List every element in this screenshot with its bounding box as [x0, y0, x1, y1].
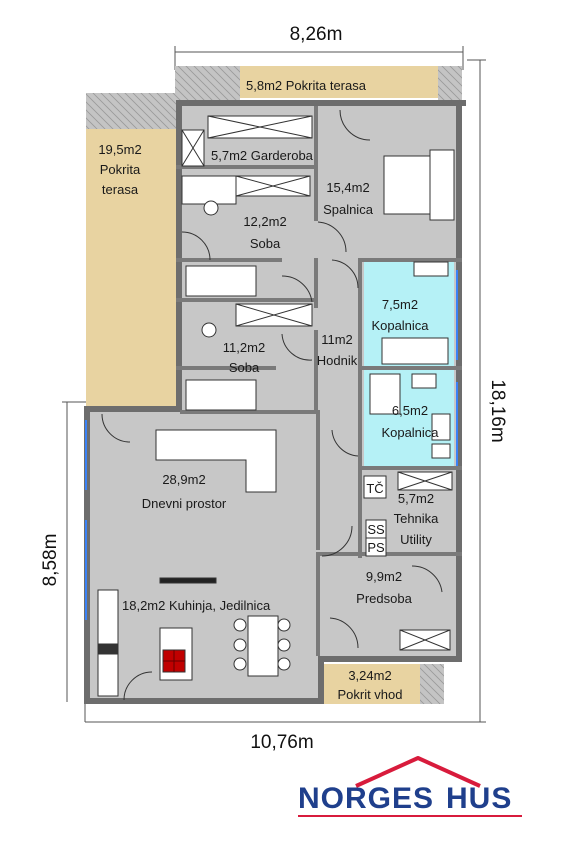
terrace-left-pillar: [86, 93, 180, 129]
terrace-top-pillar-right: [438, 66, 462, 104]
sanitary: [201, 200, 451, 459]
room1-area: 12,2m2: [243, 214, 286, 229]
logo-text-right: HUS: [446, 782, 512, 815]
porch-name: Pokrit vhod: [337, 687, 402, 702]
living-furniture: [155, 429, 277, 584]
doors: [101, 109, 443, 701]
entry-area: 9,9m2: [366, 569, 402, 584]
dryer-label: PS: [367, 540, 385, 555]
living-name: Dnevni prostor: [142, 496, 227, 511]
bedroom-name: Spalnica: [323, 202, 374, 217]
terrace-top-pillar-left: [175, 66, 240, 104]
room2-area: 11,2m2: [223, 340, 265, 355]
windows: [85, 270, 458, 620]
washer-label: SS: [367, 522, 385, 537]
bath1-area: 7,5m2: [382, 297, 418, 312]
bath2-name: Kopalnica: [381, 425, 439, 440]
beds: [181, 149, 455, 411]
wardrobe-cabinets: [181, 115, 313, 327]
utility-area: 5,7m2: [398, 491, 434, 506]
terrace-left-name2: terasa: [102, 182, 139, 197]
dimension-bottom: 10,76m: [250, 732, 313, 753]
entry-name: Predsoba: [356, 591, 412, 606]
porch-pillar: [420, 664, 444, 704]
hall-name: Hodnik: [317, 353, 358, 368]
utility-name2: Utility: [400, 532, 432, 547]
logo-text-left: NORGES: [298, 782, 434, 815]
room-labels: 5,8m2 Pokrita terasa 19,5m2 Pokrita tera…: [98, 78, 439, 702]
living-area: 28,9m2: [162, 472, 205, 487]
kitchen-label: 18,2m2 Kuhinja, Jedilnica: [122, 598, 271, 613]
terrace-left-area: 19,5m2: [98, 142, 141, 157]
heat-pump-label: TČ: [366, 481, 383, 496]
kitchen-furniture: [97, 589, 291, 697]
wardrobe-label: 5,7m2 Garderoba: [211, 148, 314, 163]
bedroom-area: 15,4m2: [326, 180, 369, 195]
norges-hus-logo: NORGES HUS: [298, 756, 522, 817]
dimension-lines: [62, 46, 486, 723]
logo-underline: [298, 815, 522, 817]
bath1-name: Kopalnica: [371, 318, 429, 333]
porch-fill: [322, 664, 420, 704]
porch-area: 3,24m2: [348, 668, 391, 683]
hall-area: 11m2: [321, 332, 353, 347]
terrace-left-fill: [86, 129, 180, 409]
utility-appliances: [363, 471, 453, 651]
bath2-area: 6,5m2: [392, 403, 428, 418]
utility-name1: Tehnika: [394, 511, 440, 526]
dimension-top: 8,26m: [290, 24, 343, 45]
dimension-right: 18,16m: [487, 379, 508, 442]
terrace-top-label: 5,8m2 Pokrita terasa: [246, 78, 367, 93]
terrace-top-fill: [240, 66, 438, 98]
logo-roof-icon: [355, 756, 481, 788]
room1-name: Soba: [250, 236, 281, 251]
interior-walls: [176, 106, 462, 656]
dimension-left: 8,58m: [40, 534, 61, 587]
room2-name: Soba: [229, 360, 260, 375]
terrace-left-name1: Pokrita: [100, 162, 141, 177]
